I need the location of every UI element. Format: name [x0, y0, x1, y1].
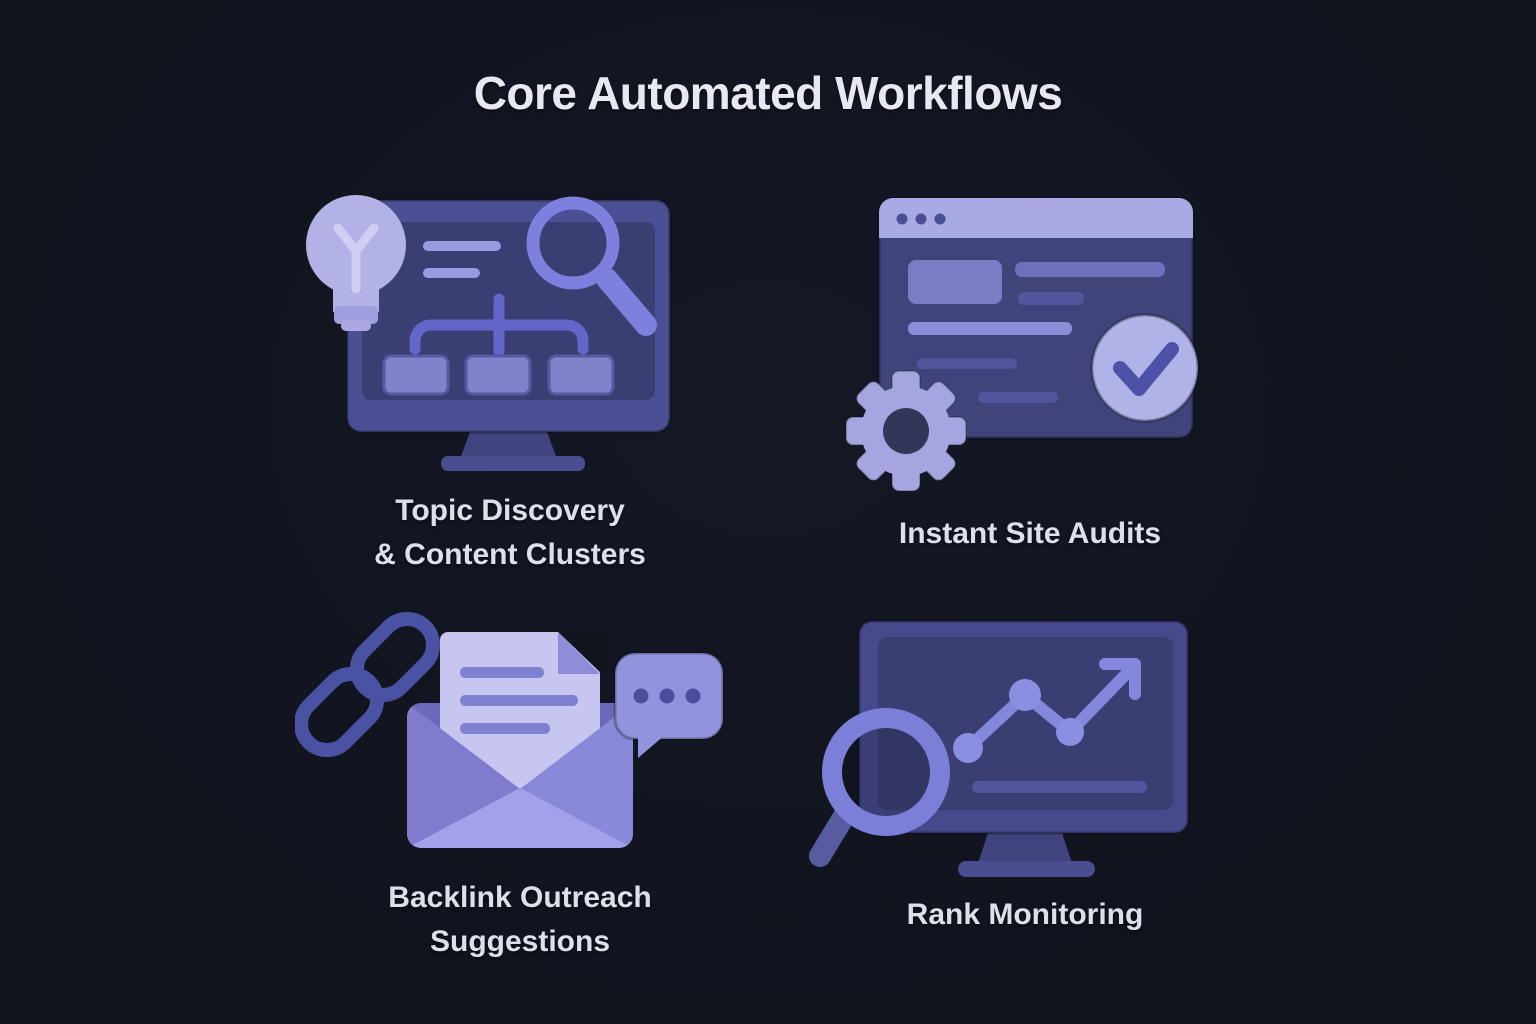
workflow-label-rank-monitoring: Rank Monitoring	[825, 893, 1225, 937]
magnifier-icon	[809, 708, 950, 867]
monitor-base	[441, 456, 585, 471]
monitor-stand	[460, 432, 557, 459]
chain-link-icon	[295, 611, 441, 758]
magnifier-icon	[526, 196, 657, 336]
label-line: Instant Site Audits	[898, 517, 1162, 550]
envelope-icon	[407, 703, 633, 848]
arrow-up-icon	[1099, 658, 1141, 700]
label-line: Topic Discovery	[395, 494, 625, 527]
label-line: Suggestions	[429, 925, 610, 958]
chat-bubble-icon	[613, 651, 725, 758]
browser-gear-checkmark-icon	[845, 196, 1200, 492]
page-content-lines	[908, 260, 1165, 403]
rank-monitoring-illustration	[800, 605, 1200, 885]
document-icon	[440, 630, 604, 788]
backlink-outreach-illustration	[295, 600, 735, 865]
site-audits-illustration	[840, 185, 1215, 500]
checkmark-badge	[1090, 313, 1200, 423]
monitor-sitemap-lightbulb-magnifier-icon	[306, 195, 672, 471]
lightbulb-icon	[306, 195, 406, 331]
text-line	[423, 268, 480, 278]
page-title: Core Automated Workflows	[473, 67, 1063, 119]
monitor-screen	[878, 637, 1173, 810]
chain-link-envelope-chat-icon	[295, 611, 725, 848]
cluster-boxes	[382, 354, 615, 396]
trend-chart	[953, 658, 1147, 793]
monitor-trend-chart-magnifier-icon	[809, 619, 1190, 877]
gear-icon	[845, 370, 967, 492]
sitemap-tree	[409, 293, 589, 357]
topic-discovery-illustration	[300, 185, 700, 475]
monitor-base	[958, 861, 1095, 877]
label-line: Backlink Outreach	[388, 881, 652, 914]
browser-dots	[896, 213, 946, 225]
workflow-label-backlink-outreach: Backlink Outreach Suggestions	[320, 876, 720, 964]
monitor-stand	[978, 833, 1072, 863]
label-line: & Content Clusters	[374, 538, 646, 571]
browser-header	[879, 198, 1193, 238]
label-line: Rank Monitoring	[906, 898, 1144, 931]
workflow-label-topic-discovery: Topic Discovery & Content Clusters	[310, 489, 710, 577]
workflow-label-site-audits: Instant Site Audits	[830, 512, 1230, 556]
text-line	[423, 241, 501, 251]
